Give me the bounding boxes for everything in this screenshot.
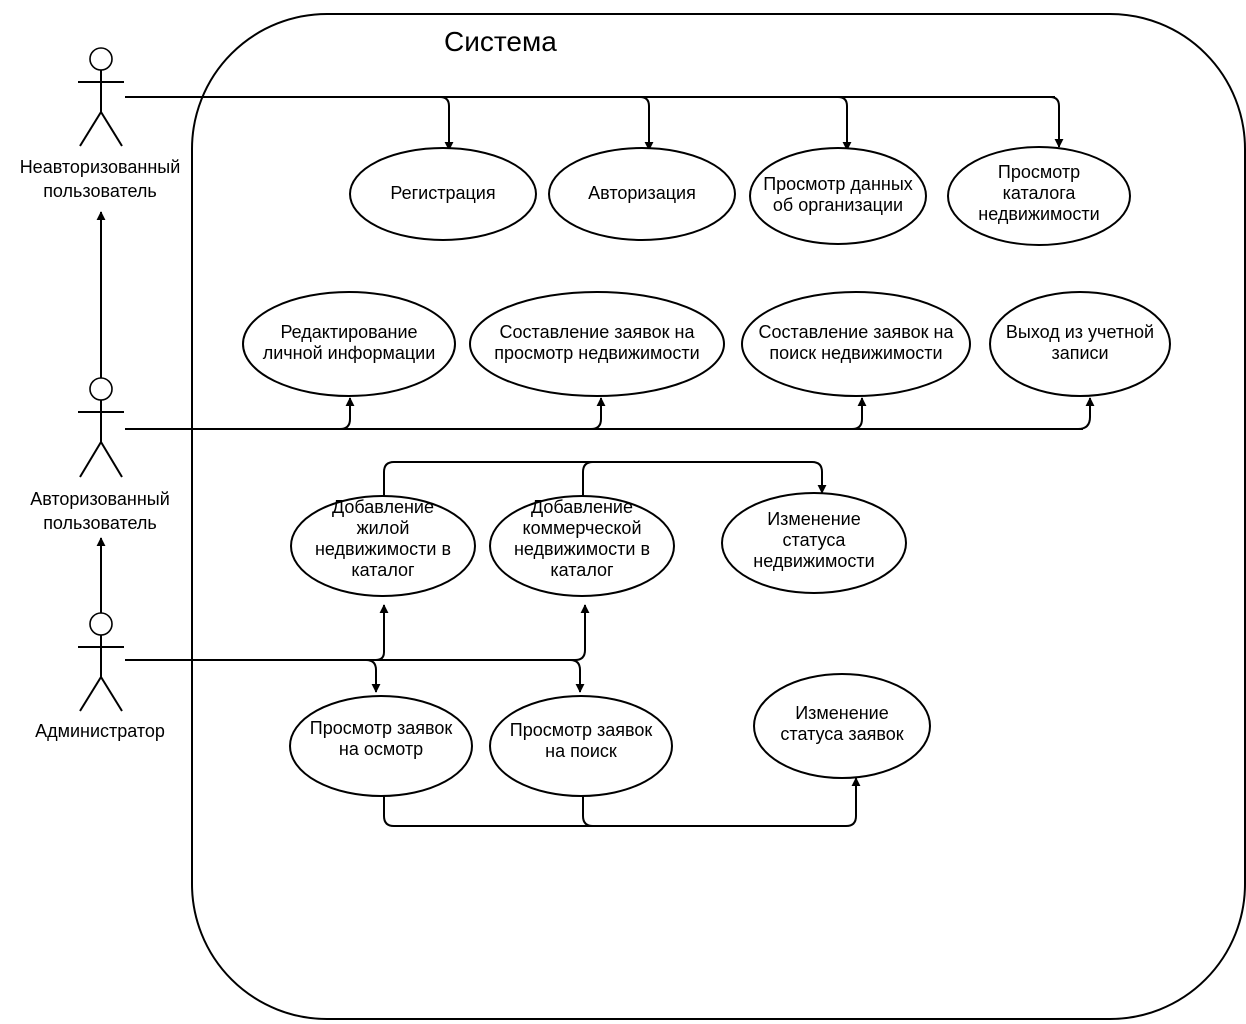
use-case-org-info-shape (749, 147, 927, 245)
use-case-edit-profile-shape (242, 291, 456, 397)
admin-associations (125, 461, 861, 827)
use-case-viewing-requests-shape (469, 291, 725, 397)
use-case-registration-shape (349, 147, 537, 241)
actor-user-figure (78, 377, 124, 478)
actor-guest-label-line: пользователь (43, 181, 157, 201)
use-case-logout-shape (989, 291, 1171, 397)
actor-user-label: Авторизованный пользователь (0, 487, 200, 535)
system-title: Система (444, 26, 557, 57)
actor-admin-label: Администратор (0, 719, 200, 743)
use-case-login-shape (548, 147, 736, 241)
actor-user-label-line: Авторизованный (30, 489, 170, 509)
actor-admin-figure (78, 612, 124, 712)
use-case-change-request-status-shape (753, 673, 931, 779)
use-case-catalog-shape (947, 146, 1131, 246)
use-case-search-requests-shape (741, 291, 971, 397)
use-case-view-inspection-requests-shape (289, 695, 473, 797)
actor-guest-figure (78, 47, 124, 147)
actor-admin-label-line: Администратор (35, 721, 165, 741)
guest-associations (125, 96, 1064, 151)
actor-user-label-line: пользователь (43, 513, 157, 533)
user-associations (125, 397, 1095, 430)
use-case-add-commercial-shape (489, 495, 675, 597)
actor-guest-label: Неавторизованный пользователь (0, 155, 200, 203)
use-case-add-residential-shape (290, 495, 476, 597)
use-case-view-search-requests-shape (489, 695, 673, 797)
system-boundary (191, 13, 1246, 1020)
actor-guest-label-line: Неавторизованный (19, 157, 181, 177)
use-case-change-property-status-shape (721, 492, 907, 594)
